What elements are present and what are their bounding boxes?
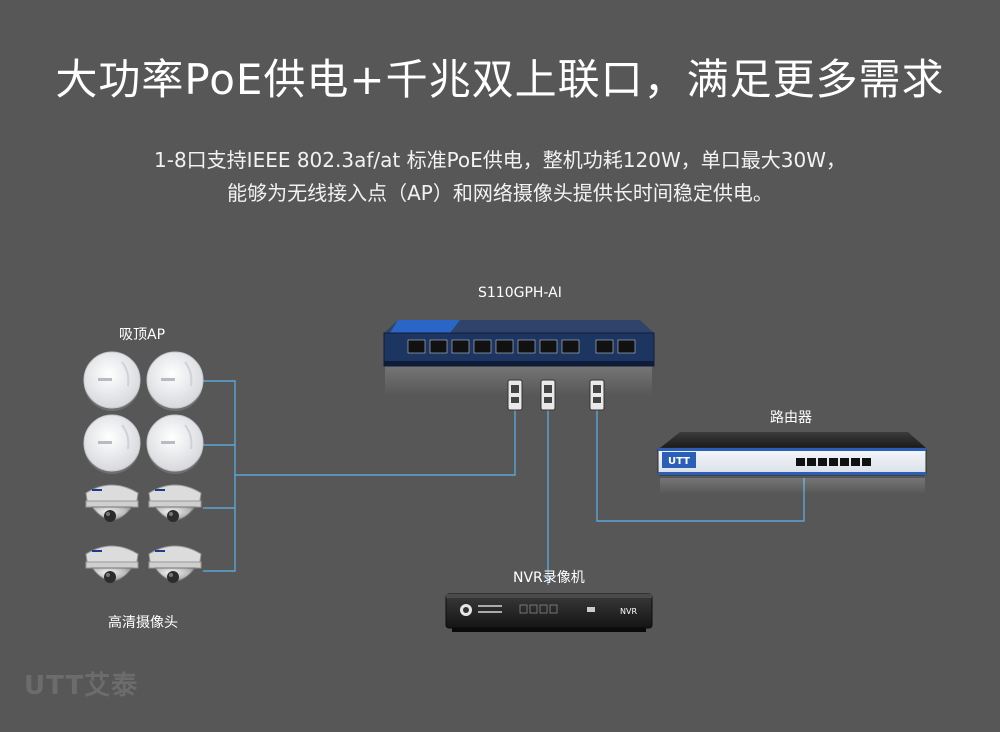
nvr-label: NVR录像机 (513, 570, 585, 586)
nvr-drive-bays (519, 604, 558, 614)
router-ports (796, 458, 871, 466)
router-brand-text: UTT (668, 456, 690, 467)
dome-camera (148, 545, 202, 583)
ap-label: 吸顶AP (119, 327, 166, 343)
bus-to-switch-link (235, 408, 516, 476)
ap-link-top (203, 380, 236, 572)
switch-uplink-port (617, 339, 636, 354)
router-label: 路由器 (770, 410, 812, 426)
ceiling-ap (146, 351, 204, 411)
switch-label: S110GPH-AI (478, 285, 562, 301)
description-line-1: 1-8口支持IEEE 802.3af/at 标准PoE供电，整机功耗120W，单… (154, 148, 846, 172)
ceiling-ap (83, 414, 141, 474)
ceiling-ap (146, 414, 204, 474)
nvr-panel-text: NVR (620, 607, 637, 616)
dome-camera (85, 545, 139, 583)
ceiling-ap-group (83, 351, 204, 474)
router-link (596, 410, 805, 522)
switch-poe-port (473, 339, 492, 354)
switch-poe-port (429, 339, 448, 354)
router-lan-port (829, 458, 838, 466)
link-lines (203, 380, 805, 585)
switch-poe-port (451, 339, 470, 354)
description-line-2: 能够为无线接入点（AP）和网络摄像头提供长时间稳定供电。 (227, 181, 773, 205)
router-lan-port (851, 458, 860, 466)
router-lan-port (840, 458, 849, 466)
router-lan-port (796, 458, 805, 466)
dome-camera (148, 484, 202, 522)
switch-uplink-port (595, 339, 614, 354)
switch-poe-port (407, 339, 426, 354)
router-lan-port (818, 458, 827, 466)
switch-poe-port (561, 339, 580, 354)
ceiling-ap (83, 351, 141, 411)
router-lan-port (807, 458, 816, 466)
switch-ports (407, 339, 636, 354)
utt-brand-logo: UTT艾泰 (24, 671, 139, 701)
switch-poe-port (495, 339, 514, 354)
switch-poe-port (517, 339, 536, 354)
cable-plugs (507, 379, 605, 411)
switch-poe-port (539, 339, 558, 354)
camera-label: 高清摄像头 (108, 615, 178, 631)
router: UTT (657, 432, 927, 494)
headline: 大功率PoE供电+千兆双上联口，满足更多需求 (55, 55, 945, 104)
hd-camera-group (85, 484, 202, 583)
router-lan-port (862, 458, 871, 466)
dome-camera (85, 484, 139, 522)
nvr-recorder: NVR (445, 593, 653, 632)
